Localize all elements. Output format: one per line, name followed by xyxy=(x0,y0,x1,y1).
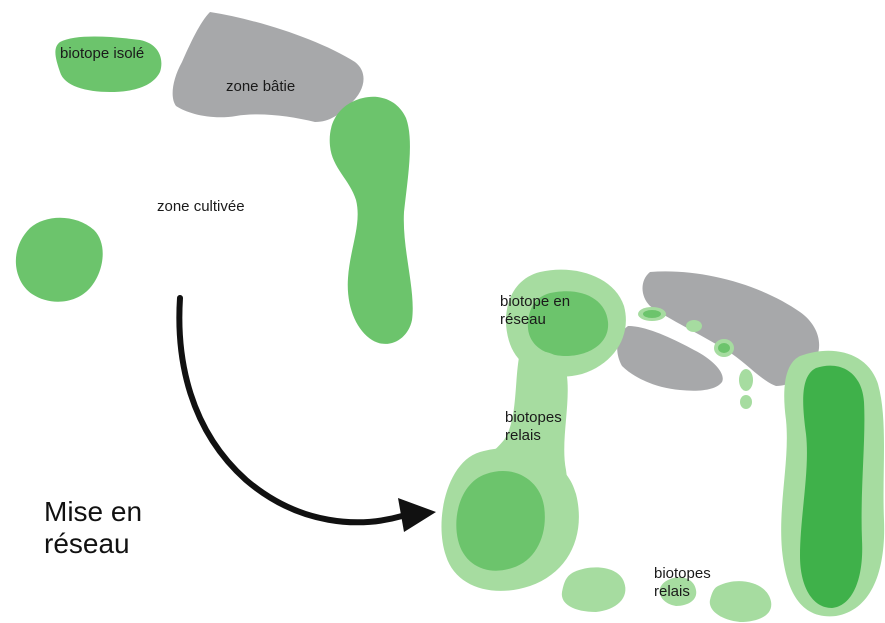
elongated-biotope-shape xyxy=(329,96,413,344)
label-networking-caption: Mise en réseau xyxy=(44,496,143,559)
lower-left-biotope-core xyxy=(456,470,545,571)
label-isolated-biotope: biotope isolé xyxy=(60,45,145,62)
relay-stone-4 xyxy=(739,369,753,391)
networked-biotope-core xyxy=(527,291,609,356)
label-cultivated-zone: zone cultivée xyxy=(157,198,245,215)
label-networked-biotope: biotope en réseau xyxy=(500,293,571,328)
round-biotope-shape xyxy=(15,217,103,302)
label-built-zone: zone bâtie xyxy=(226,78,296,95)
relay-stone-5 xyxy=(740,395,752,409)
label-relay-biotopes-top: biotopes relais xyxy=(505,409,562,444)
label-relay-biotopes-bottom: biotopes relais xyxy=(654,565,711,600)
bottom-relay-biotope-1 xyxy=(561,567,626,612)
relay-stone-1-core xyxy=(643,310,661,318)
networking-arrow-shaft xyxy=(176,295,405,526)
relay-stone-2 xyxy=(686,320,702,332)
built-zone-right-upper-shape xyxy=(642,271,820,386)
bottom-relay-biotope-2 xyxy=(659,577,697,606)
bottom-relay-biotope-3 xyxy=(709,581,772,622)
built-zone-shape xyxy=(172,12,364,122)
right-elongated-biotope-core xyxy=(800,365,865,608)
relay-stone-3-core xyxy=(718,343,730,353)
networking-arrow-head xyxy=(398,498,436,532)
isolated-biotope-shape xyxy=(55,36,162,92)
built-zone-right-lower-shape xyxy=(617,326,723,391)
